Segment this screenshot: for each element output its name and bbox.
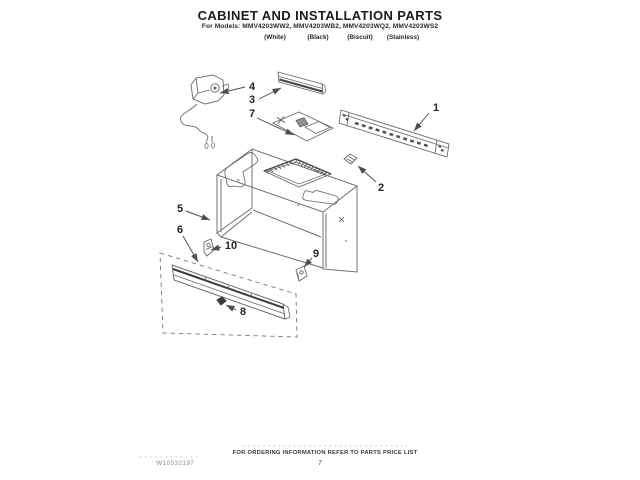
callout-10-arrow [210,244,222,251]
callout-6-label: 6 [177,224,183,236]
document-number: W10532197 [156,460,195,467]
callout-9-label: 9 [313,248,319,260]
callout-9-arrow [303,257,313,268]
install-boundary-outline [159,252,298,338]
part-5-cabinet-drawing [215,148,358,273]
part-10-bracket-drawing [203,238,215,257]
callout-7-arrow [256,117,295,136]
part-4-motor-drawing [180,74,230,149]
callout-8-arrow [225,304,237,312]
part-2-bracket-drawing [343,153,358,165]
callout-4-arrow [219,86,246,95]
callout-2-label: 2 [378,182,384,194]
callout-6-arrow [182,235,199,263]
footer-ordering-note: FOR ORDERING INFORMATION REFER TO PARTS … [232,450,418,456]
callout-1-arrow [413,112,430,132]
page-number: 7 [318,460,322,467]
callout-7-label: 7 [249,108,255,120]
models-line: For Models: MMV4203WW2, MMV4203WB2, MMV4… [201,23,439,30]
part-7-plate-drawing [271,111,335,142]
callout-5-arrow [185,210,211,221]
callout-8-label: 8 [240,306,246,318]
part-9-bracket-drawing [295,265,308,282]
part-3-channel-drawing [277,71,326,95]
part-8-clip [216,296,227,306]
callout-3-label: 3 [249,94,255,106]
page-title: CABINET AND INSTALLATION PARTS [197,8,443,23]
callout-5-label: 5 [177,203,183,215]
callout-2-arrow [357,165,377,183]
color-label-white: (White) [264,33,286,41]
callout-3-arrow [258,87,282,100]
color-label-stainless: (Stainless) [386,33,420,41]
callout-1-label: 1 [433,102,439,114]
color-label-black: (Black) [307,33,329,41]
part-1-wall-plate-drawing [338,109,450,158]
callout-10-label: 10 [225,240,237,252]
part-8-grille-drawing [171,264,291,320]
callout-4-label: 4 [249,81,256,93]
color-label-biscuit: (Biscuit) [347,33,373,41]
